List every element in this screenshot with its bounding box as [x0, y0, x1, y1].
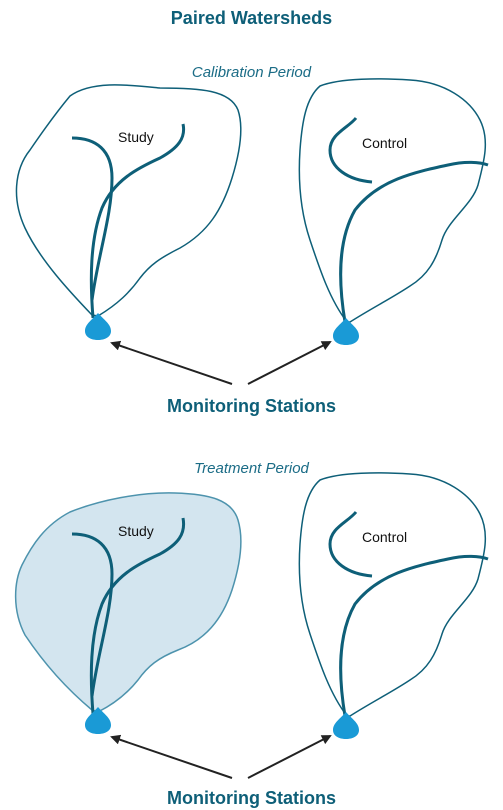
control-stream-tributary-treatment	[328, 510, 373, 578]
control-watershed-outline-treatment	[298, 472, 487, 717]
study-stream-tributary	[71, 136, 114, 301]
monitoring-stations-label-calibration: Monitoring Stations	[167, 396, 336, 416]
study-watershed-outline	[15, 84, 242, 317]
calibration-panel: Study Control	[15, 78, 489, 385]
study-stream-main	[89, 123, 186, 319]
diagram-title: Paired Watersheds	[170, 8, 333, 28]
control-stream-tributary	[328, 116, 373, 184]
control-monitoring-station-treatment	[333, 712, 359, 739]
study-label-calibration: Study	[118, 129, 154, 145]
study-stream-main-treatment	[89, 517, 186, 715]
study-watershed-treated	[14, 492, 242, 713]
study-stream-tributary-treatment	[71, 532, 114, 697]
study-label-treatment: Study	[118, 523, 154, 539]
study-monitoring-station	[85, 313, 111, 340]
arrow-to-control-station	[247, 341, 332, 385]
treatment-panel: Study Control	[14, 472, 489, 779]
arrow-to-control-station-treatment	[247, 735, 332, 779]
monitoring-stations-label-treatment: Monitoring Stations	[167, 788, 336, 808]
control-watershed-outline	[298, 78, 487, 323]
study-monitoring-station-treatment	[85, 707, 111, 734]
arrow-to-study-station-treatment	[110, 734, 233, 779]
control-stream-main-treatment	[339, 554, 489, 717]
control-monitoring-station	[333, 318, 359, 345]
control-label-calibration: Control	[362, 135, 407, 151]
control-stream-main	[339, 160, 489, 323]
treatment-period-label: Treatment Period	[194, 460, 309, 477]
calibration-period-label: Calibration Period	[191, 64, 312, 81]
control-label-treatment: Control	[362, 529, 407, 545]
arrow-to-study-station	[110, 340, 233, 385]
